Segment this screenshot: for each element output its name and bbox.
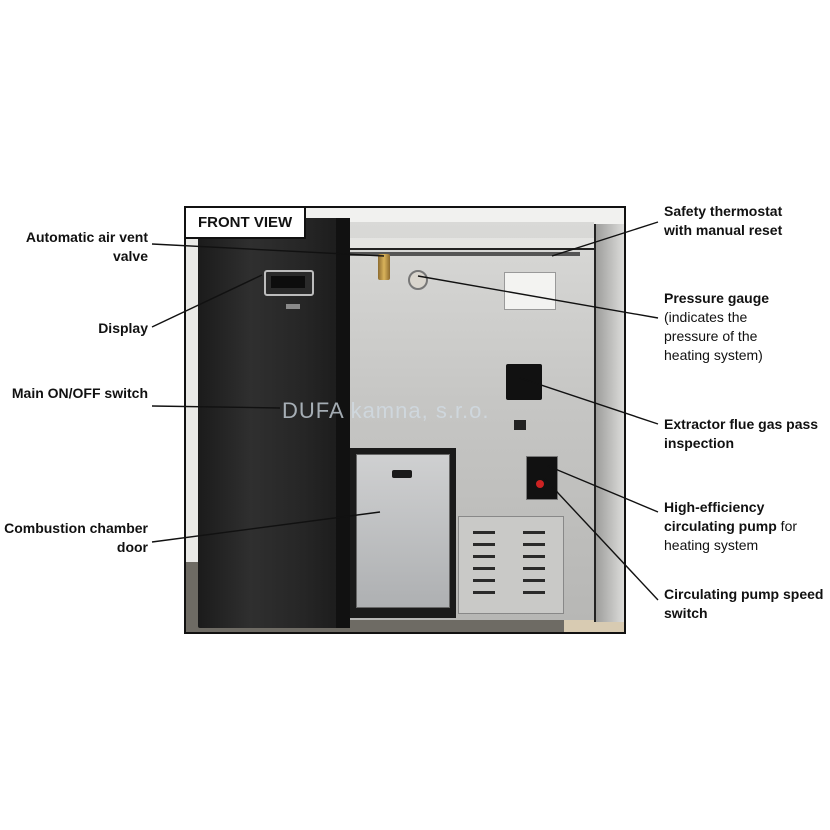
label-flue: Extractor flue gas pass inspection: [664, 415, 828, 453]
vent-grill: [458, 516, 564, 614]
label-thermostat-line1: Safety thermostat: [664, 203, 783, 219]
stove-photo: DUFA kamna, s.r.o. FRONT VIEW: [184, 206, 626, 634]
label-display-line1: Display: [98, 320, 148, 336]
door-handle: [392, 470, 412, 478]
brand-logo: [286, 304, 300, 309]
grill-slot: [523, 555, 545, 558]
grill-slot: [473, 591, 495, 594]
grill-slot: [473, 543, 495, 546]
label-speed-line2: switch: [664, 605, 708, 621]
grill-slot: [523, 543, 545, 546]
label-speed: Circulating pump speed switch: [664, 585, 828, 623]
label-main-switch-line1: Main ON/OFF switch: [11, 385, 148, 401]
label-flue-line2: inspection: [664, 435, 735, 451]
label-combustion-door-line2: door: [116, 539, 148, 555]
front-view-tag: FRONT VIEW: [186, 208, 307, 239]
label-gauge-title: Pressure gauge: [664, 290, 770, 306]
leader-combustion-door: [151, 511, 381, 543]
grill-slot: [473, 567, 495, 570]
leader-gauge: [417, 275, 659, 319]
label-air-vent-line2: valve: [112, 248, 148, 264]
grill-slot: [523, 567, 545, 570]
pipe: [346, 252, 580, 256]
label-thermostat-line2: with manual reset: [664, 222, 783, 238]
label-combustion-door: Combustion chamber door: [0, 519, 148, 557]
leader-pump: [547, 465, 659, 513]
grill-slot: [473, 555, 495, 558]
leader-thermostat: [551, 221, 659, 257]
label-gauge-line3: heating system): [664, 347, 763, 363]
circulating-pump: [526, 456, 558, 500]
leader-air-vent: [151, 243, 385, 257]
grill-slot: [523, 579, 545, 582]
combustion-chamber-door: [356, 454, 450, 608]
grill-slot: [473, 579, 495, 582]
grill-slot: [473, 531, 495, 534]
label-pump-line3: heating system: [664, 537, 759, 553]
display-screen-icon: [264, 270, 314, 296]
flue-knob: [514, 420, 526, 430]
leader-flue: [519, 377, 659, 425]
label-speed-line1: Circulating pump speed: [664, 586, 824, 602]
label-air-vent-line1: Automatic air vent: [25, 229, 148, 245]
label-combustion-door-line1: Combustion chamber: [4, 520, 148, 536]
cabinet-top-bar: [346, 238, 594, 250]
label-thermostat: Safety thermostat with manual reset: [664, 202, 824, 240]
flue-inspection-cover: [506, 364, 542, 400]
label-gauge-line2: pressure of the: [664, 328, 758, 344]
label-display: Display: [10, 319, 148, 338]
label-air-vent: Automatic air vent valve: [10, 228, 148, 266]
label-pump-line2-bold: circulating pump: [664, 518, 777, 534]
label-gauge-line1: (indicates the: [664, 309, 748, 325]
label-gauge: Pressure gauge (indicates the pressure o…: [664, 289, 824, 365]
pump-speed-switch-icon: [536, 480, 544, 488]
label-pump: High-efficiency circulating pump for hea…: [664, 498, 828, 555]
grill-slot: [523, 531, 545, 534]
leader-main-switch: [151, 405, 281, 409]
air-vent-valve-icon: [378, 254, 390, 280]
label-flue-line1: Extractor flue gas pass: [664, 416, 819, 432]
grill-slot: [523, 591, 545, 594]
leader-display: [151, 274, 263, 328]
label-pump-line1: High-efficiency: [664, 499, 765, 515]
pressure-gauge-icon: [408, 270, 428, 290]
display-screen-inner: [271, 276, 305, 288]
stove-side-panel: [198, 218, 348, 628]
open-side-panel: [594, 224, 624, 622]
label-pump-line2: circulating pump for: [664, 517, 828, 536]
stove-side-fold: [336, 218, 350, 628]
leader-speed: [543, 477, 659, 601]
watermark: DUFA kamna, s.r.o.: [282, 398, 490, 423]
label-main-switch: Main ON/OFF switch: [0, 384, 148, 403]
label-pump-line2-reg: for: [776, 518, 798, 534]
